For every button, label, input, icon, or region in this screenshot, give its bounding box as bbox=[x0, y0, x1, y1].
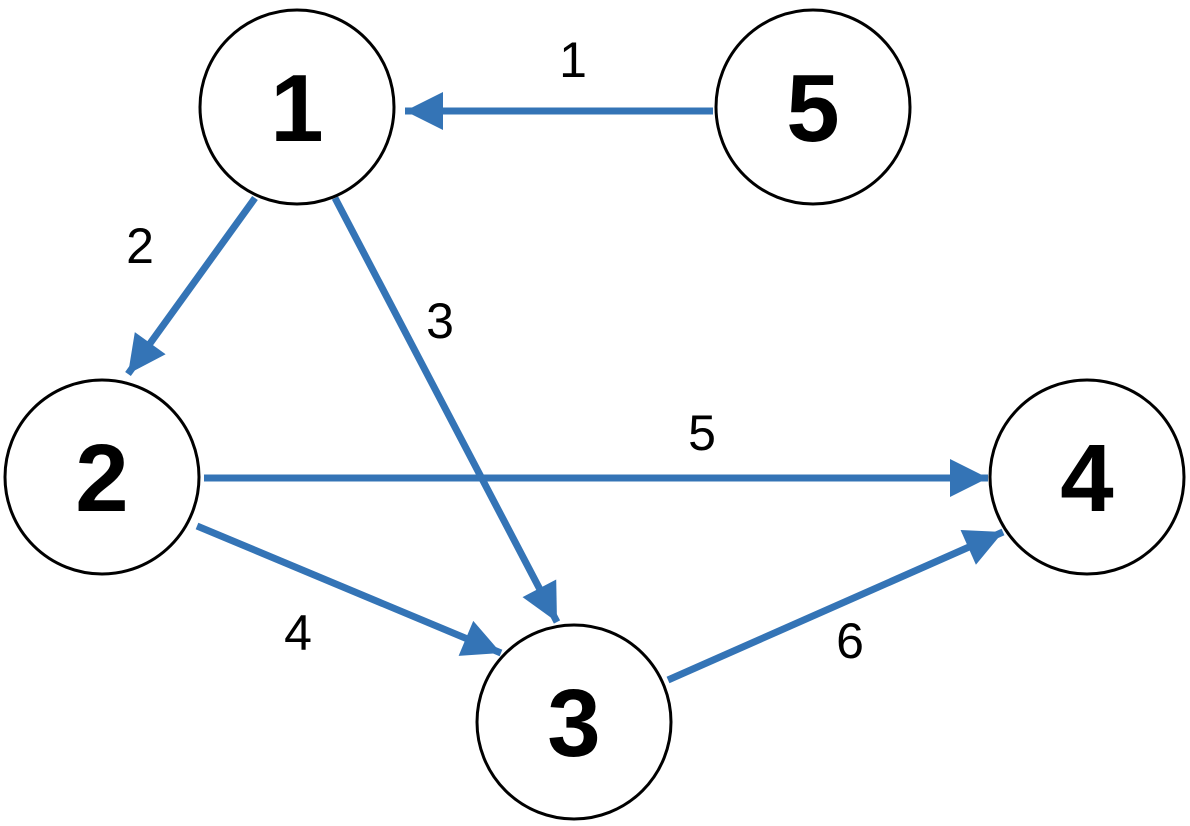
nodes-group: 1 5 2 4 3 bbox=[3, 8, 1186, 821]
edge-weight-2-to-3: 4 bbox=[284, 605, 312, 661]
edge-1-to-2 bbox=[125, 195, 258, 377]
node-2-circle bbox=[3, 378, 201, 576]
node-2-label: 2 bbox=[75, 425, 128, 532]
node-3: 3 bbox=[475, 623, 673, 821]
edge-2-to-3 bbox=[195, 522, 503, 657]
node-4: 4 bbox=[988, 378, 1186, 576]
node-1-circle bbox=[198, 8, 396, 206]
node-4-label: 4 bbox=[1060, 425, 1113, 532]
node-1: 1 bbox=[198, 8, 396, 206]
node-5-label: 5 bbox=[786, 55, 839, 162]
edge-1-to-3 bbox=[331, 196, 561, 624]
node-5: 5 bbox=[714, 8, 912, 206]
edge-weight-5-to-1: 1 bbox=[559, 32, 587, 88]
node-2: 2 bbox=[3, 378, 201, 576]
node-3-label: 3 bbox=[547, 670, 600, 777]
edge-weight-3-to-4: 6 bbox=[836, 613, 864, 669]
node-5-circle bbox=[714, 8, 912, 206]
edges-group bbox=[125, 92, 1005, 684]
node-3-circle bbox=[475, 623, 673, 821]
edge-weight-1-to-3: 3 bbox=[426, 293, 454, 349]
edge-labels-group: 1 2 3 4 5 6 bbox=[126, 32, 864, 669]
node-1-label: 1 bbox=[270, 55, 323, 162]
edge-weight-1-to-2: 2 bbox=[126, 218, 154, 274]
node-4-circle bbox=[988, 378, 1186, 576]
edge-3-to-4 bbox=[666, 528, 1005, 684]
edge-weight-2-to-4: 5 bbox=[688, 405, 716, 461]
